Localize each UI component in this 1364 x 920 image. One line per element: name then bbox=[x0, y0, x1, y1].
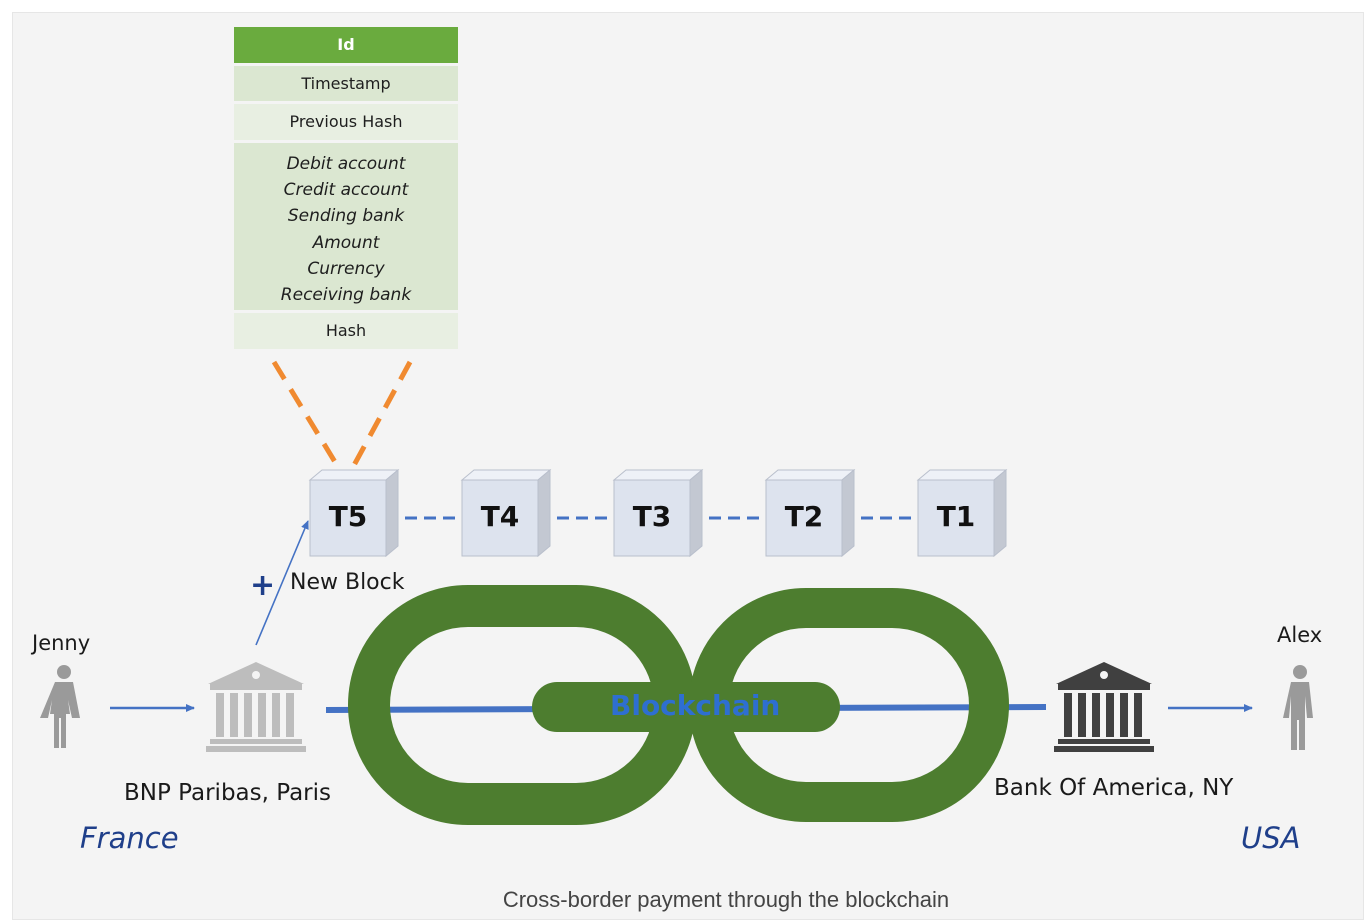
block-label-t4: T4 bbox=[480, 500, 520, 533]
field-timestamp: Timestamp bbox=[234, 66, 458, 101]
field-previous-hash: Previous Hash bbox=[234, 104, 458, 140]
bank-icon-boa bbox=[1054, 662, 1154, 752]
field-debit-account: Debit account bbox=[286, 154, 406, 174]
person-icon-jenny bbox=[40, 665, 80, 748]
transaction-fields: Debit account Credit account Sending ban… bbox=[234, 143, 458, 310]
new-block-arrow bbox=[255, 520, 309, 646]
block-label-t5: T5 bbox=[328, 500, 368, 533]
sender-name: Jenny bbox=[32, 631, 91, 655]
bank-icon-bnp bbox=[206, 662, 306, 752]
block-label-t1: T1 bbox=[936, 500, 976, 533]
block-structure: Id Timestamp Previous Hash Debit account… bbox=[234, 27, 458, 352]
block-label-t3: T3 bbox=[632, 500, 672, 533]
field-credit-account: Credit account bbox=[283, 180, 409, 201]
field-hash: Hash bbox=[234, 313, 458, 349]
cube-t1 bbox=[916, 468, 1008, 558]
sender-bank-label: BNP Paribas, Paris bbox=[124, 780, 331, 806]
receiver-country: USA bbox=[1241, 821, 1301, 855]
field-receiving-bank: Receiving bank bbox=[280, 285, 412, 306]
receiver-bank-label: Bank Of America, NY bbox=[994, 775, 1234, 801]
block-label-t2: T2 bbox=[784, 500, 824, 533]
chain-links-icon bbox=[348, 585, 1009, 825]
sender-country: France bbox=[80, 821, 179, 855]
figure-caption: Cross-border payment through the blockch… bbox=[502, 887, 950, 912]
plus-icon: + bbox=[250, 568, 276, 603]
cube-t2 bbox=[764, 468, 856, 558]
new-block-label: New Block bbox=[290, 570, 405, 595]
field-id: Id bbox=[234, 27, 458, 63]
blockchain-label: Blockchain bbox=[610, 689, 781, 722]
expansion-lines bbox=[271, 360, 413, 482]
receiver-name: Alex bbox=[1277, 623, 1323, 647]
cube-t5 bbox=[308, 468, 400, 558]
field-amount: Amount bbox=[312, 232, 380, 253]
cube-t3 bbox=[612, 468, 704, 558]
cube-t4 bbox=[460, 468, 552, 558]
field-currency: Currency bbox=[307, 258, 385, 279]
person-icon-alex bbox=[1283, 665, 1313, 750]
field-sending-bank: Sending bank bbox=[287, 206, 405, 227]
